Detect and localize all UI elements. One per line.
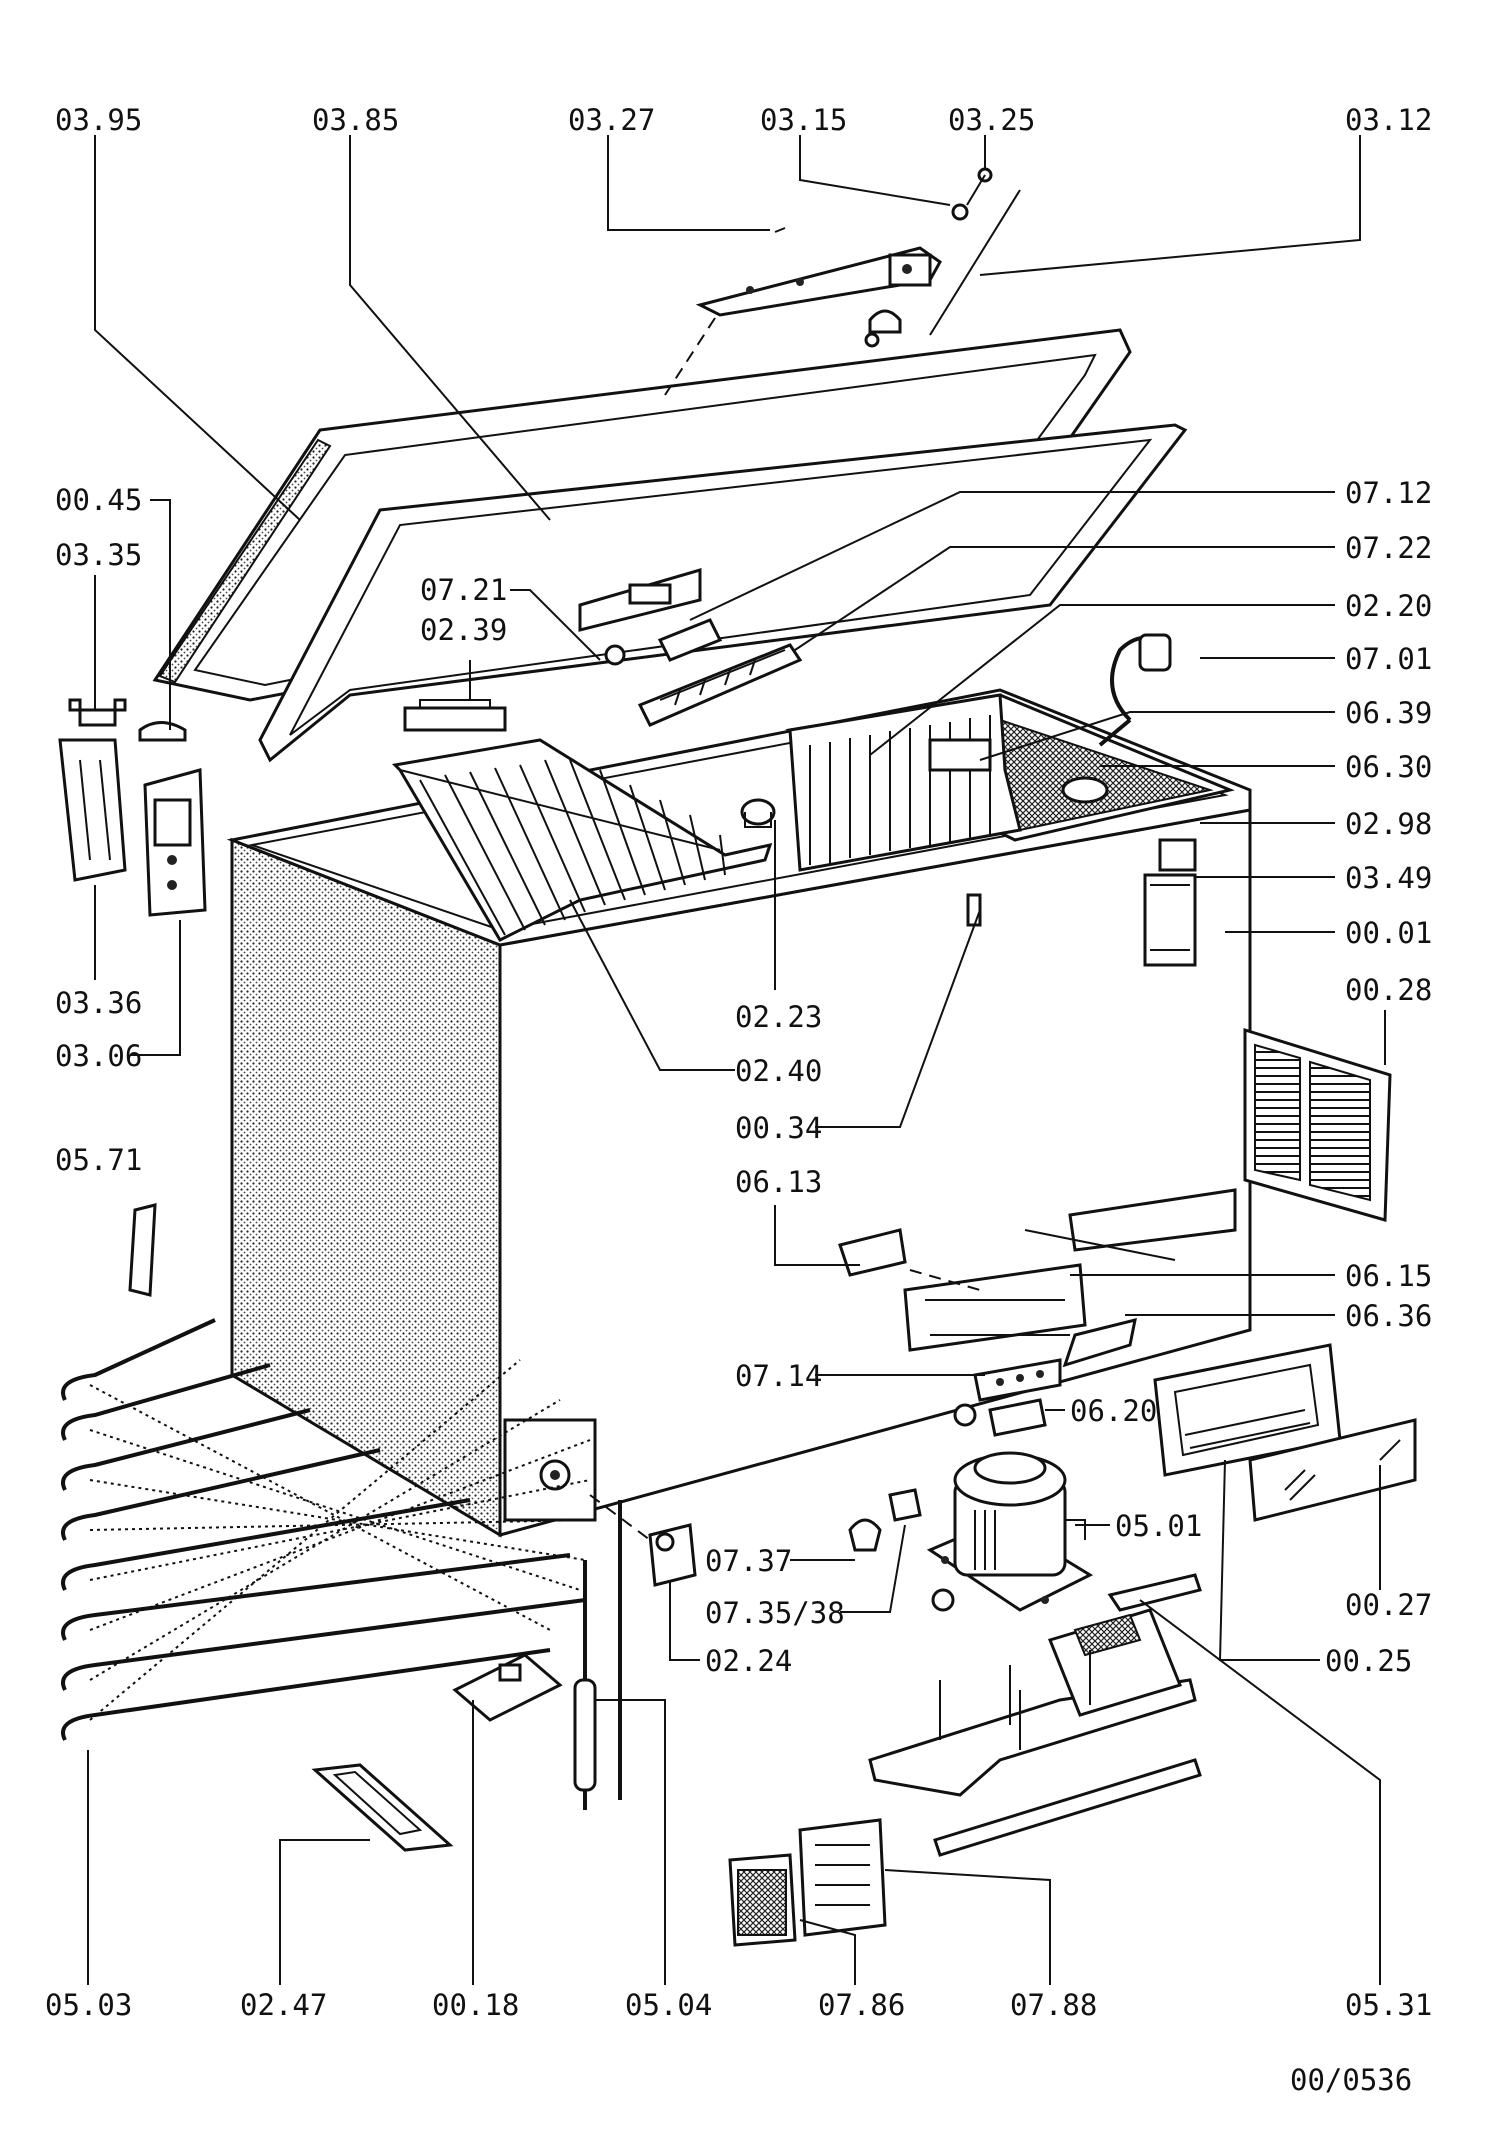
clip-part	[128, 1203, 157, 1297]
control-panel-parts	[838, 1188, 1237, 1437]
compressor-base-plate	[868, 1573, 1202, 1857]
starter-relay	[848, 1488, 955, 1612]
label-07-12: 07.12	[1345, 476, 1432, 510]
label-02-24: 02.24	[705, 1644, 792, 1678]
label-06-30: 06.30	[1345, 750, 1432, 784]
condenser-coil	[61, 1318, 591, 1741]
drawing-number: 00/0536	[1290, 2063, 1412, 2097]
foot-part	[311, 1763, 454, 1852]
left-hinge-parts	[58, 698, 207, 917]
freezer-cabinet	[226, 688, 1252, 1538]
lid-assembly	[152, 328, 1188, 763]
label-00-25: 00.25	[1325, 1644, 1412, 1678]
compressor	[926, 1451, 1094, 1612]
label-07-88: 07.88	[1010, 1988, 1097, 2022]
label-02-39: 02.39	[420, 613, 507, 647]
label-03-85: 03.85	[312, 103, 399, 137]
cabinet-side-panel	[230, 837, 502, 1538]
label-02-98: 02.98	[1345, 807, 1432, 841]
label-00-27: 00.27	[1345, 1588, 1432, 1622]
label-05-04: 05.04	[625, 1988, 712, 2022]
label-05-71: 05.71	[55, 1143, 142, 1177]
label-03-95: 03.95	[55, 103, 142, 137]
label-03-36: 03.36	[55, 986, 142, 1020]
label-03-25: 03.25	[948, 103, 1035, 137]
filter-drier	[573, 1500, 622, 1810]
lid-lock-parts	[403, 568, 803, 732]
power-cord	[1098, 633, 1172, 747]
thermostat-bracket	[966, 893, 982, 927]
drain-part	[589, 1494, 697, 1587]
lid-inner-frame	[193, 353, 1097, 687]
label-06-36: 06.36	[1345, 1299, 1432, 1333]
label-07-21: 07.21	[420, 573, 507, 607]
leader-lines	[87, 135, 1386, 1985]
label-06-39: 06.39	[1345, 696, 1432, 730]
hinge-bracket	[664, 167, 1021, 396]
lid-gasket-inner	[289, 438, 1153, 736]
part-labels: 03.95 03.85 03.27 03.15 03.25 03.12 00.4…	[45, 103, 1432, 2097]
label-03-35: 03.35	[55, 538, 142, 572]
mount-bracket	[452, 1653, 563, 1722]
label-00-28: 00.28	[1345, 973, 1432, 1007]
label-03-12: 03.12	[1345, 103, 1432, 137]
label-05-31: 05.31	[1345, 1988, 1432, 2022]
electrical-boxes	[728, 1818, 887, 1947]
grommet-part	[1061, 776, 1109, 804]
label-03-06: 03.06	[55, 1039, 142, 1073]
vent-grille	[1243, 1027, 1392, 1222]
label-00-45: 00.45	[55, 483, 142, 517]
relay-part	[928, 738, 992, 772]
label-07-22: 07.22	[1345, 531, 1432, 565]
label-03-49: 03.49	[1345, 861, 1432, 895]
wire-basket	[391, 738, 773, 942]
label-02-40: 02.40	[735, 1054, 822, 1088]
label-07-14: 07.14	[735, 1359, 822, 1393]
label-07-35-38: 07.35/38	[705, 1596, 845, 1630]
label-06-15: 06.15	[1345, 1259, 1432, 1293]
label-00-01: 00.01	[1345, 916, 1432, 950]
label-07-37: 07.37	[705, 1544, 792, 1578]
label-02-47: 02.47	[240, 1988, 327, 2022]
label-07-01: 07.01	[1345, 642, 1432, 676]
label-02-23: 02.23	[735, 1000, 822, 1034]
thermostat-knob	[740, 798, 776, 828]
label-00-34: 00.34	[735, 1111, 822, 1145]
label-07-86: 07.86	[818, 1988, 905, 2022]
label-02-20: 02.20	[1345, 589, 1432, 623]
label-03-27: 03.27	[568, 103, 655, 137]
lid-gasket	[258, 423, 1188, 763]
label-05-03: 05.03	[45, 1988, 132, 2022]
front-cover-frame	[1153, 1343, 1417, 1522]
side-bracket-right	[1143, 838, 1197, 967]
label-05-01: 05.01	[1115, 1509, 1202, 1543]
label-06-20: 06.20	[1070, 1394, 1157, 1428]
label-06-13: 06.13	[735, 1165, 822, 1199]
label-03-15: 03.15	[760, 103, 847, 137]
label-00-18: 00.18	[432, 1988, 519, 2022]
